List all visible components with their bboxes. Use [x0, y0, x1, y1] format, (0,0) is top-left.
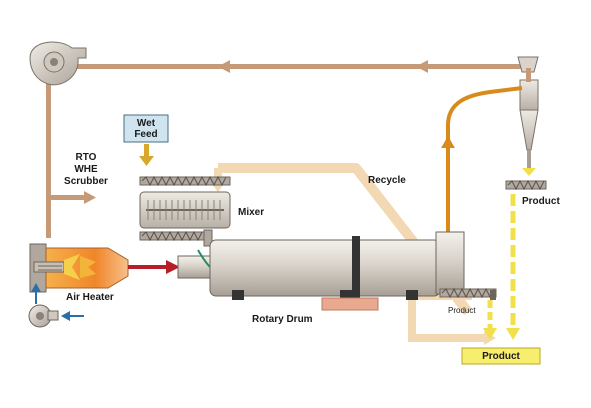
discharge-conveyor: [439, 287, 497, 300]
rotary-drum: [177, 231, 465, 311]
rto-label-line3: Scrubber: [64, 176, 108, 187]
product-conveyor: [505, 179, 547, 191]
burner-icon: [29, 243, 129, 293]
recycle-label: Recycle: [368, 175, 406, 186]
screw-conveyor-icon: [139, 175, 231, 187]
cyclone-icon: [517, 56, 539, 176]
product-small-label: Product: [448, 306, 476, 315]
hot-gas-arrow: [128, 260, 180, 274]
air-heater-label: Air Heater: [66, 292, 114, 303]
wet-feed-box: [123, 114, 169, 166]
combustion-air-fan: [28, 283, 84, 328]
product-right-label: Product: [522, 196, 560, 207]
mixer: [139, 191, 231, 247]
rotary-drum-label: Rotary Drum: [252, 314, 313, 325]
product-box-label: Product: [482, 350, 520, 362]
rto-label-line2: WHE: [74, 164, 98, 175]
wet-feed-label: Wet Feed: [124, 115, 168, 142]
product-flow: [483, 194, 520, 340]
product-box: [461, 347, 541, 365]
return-duct: [46, 60, 528, 238]
rto-label-line1: RTO: [75, 152, 97, 163]
rto-label: RTO WHE Scrubber: [56, 152, 116, 188]
wet-feed-label-line2: Feed: [134, 128, 158, 140]
mixer-label: Mixer: [238, 207, 265, 218]
hot-gas-duct: [441, 86, 523, 232]
wet-feed-label-line1: Wet: [136, 117, 156, 129]
fan-icon: [29, 41, 87, 86]
